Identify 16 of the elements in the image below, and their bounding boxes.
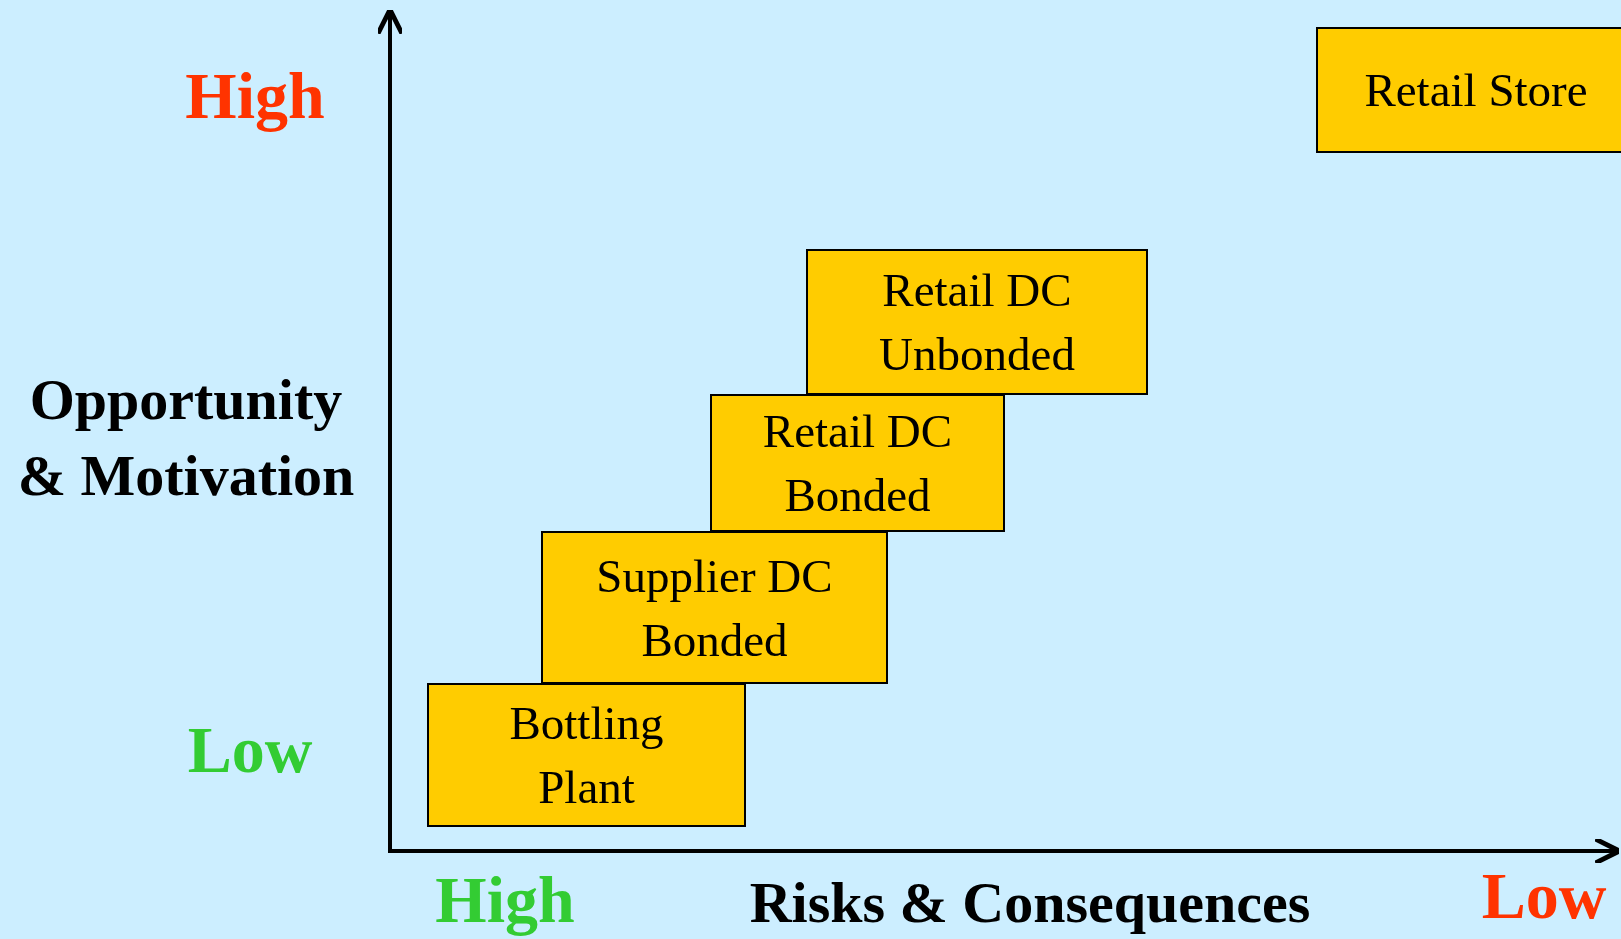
category-box (806, 249, 1148, 395)
box-label: Bottling Plant (508, 696, 665, 815)
axis-label: Low (1480, 858, 1608, 934)
axis-label: Opportunity & Motivation (16, 366, 356, 510)
axis-label: Low (186, 712, 314, 788)
category-box (1316, 27, 1621, 153)
category-box (710, 394, 1005, 532)
box-label: Supplier DC Bonded (595, 548, 834, 668)
box-label: Retail DC Unbonded (878, 263, 1076, 382)
axis-label: High (184, 58, 326, 134)
box-label: Retail DC Bonded (761, 404, 954, 523)
axis-label: Risks & Consequences (748, 869, 1312, 937)
axis-label: High (434, 862, 576, 938)
category-box (541, 531, 888, 684)
box-label: Retail Store (1364, 63, 1588, 118)
category-box (427, 683, 746, 827)
